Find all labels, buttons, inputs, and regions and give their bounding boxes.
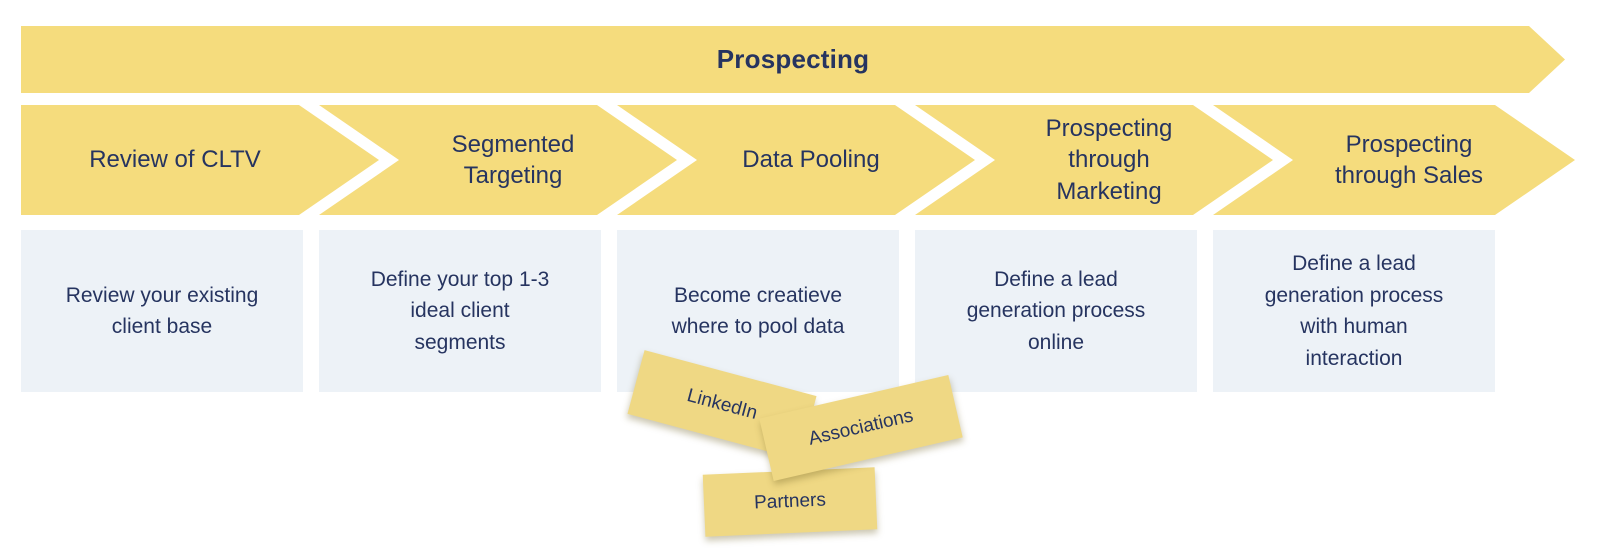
- step-arrow-data-pooling: Data Pooling: [617, 105, 975, 215]
- description-text: Define a lead generation process with hu…: [1264, 252, 1444, 370]
- description-text: Define your top 1-3 ideal client segment…: [370, 267, 550, 354]
- description-box-segmented-targeting: Define your top 1-3 ideal client segment…: [319, 230, 601, 392]
- step-label: Data Pooling: [742, 146, 880, 174]
- step-label: Review of CLTV: [89, 146, 261, 174]
- step-label: Prospecting through Marketing: [1045, 115, 1173, 205]
- sticky-note-label: LinkedIn: [684, 385, 760, 424]
- description-box-prospecting-through-sales: Define a lead generation process with hu…: [1213, 230, 1495, 392]
- sticky-note-label: Associations: [806, 405, 916, 450]
- step-label: Segmented Targeting: [451, 130, 575, 189]
- description-text: Review your existing client base: [65, 283, 259, 339]
- banner-arrow-prospecting: Prospecting: [21, 26, 1565, 93]
- description-text: Become creatieve where to pool data: [671, 283, 845, 339]
- step-arrow-review-of-cltv: Review of CLTV: [21, 105, 379, 215]
- description-box-review-of-cltv: Review your existing client base: [21, 230, 303, 392]
- description-text: Define a lead generation process online: [966, 267, 1146, 354]
- description-box-prospecting-through-marketing: Define a lead generation process online: [915, 230, 1197, 392]
- sticky-note-partners: Partners: [702, 467, 878, 537]
- step-arrow-prospecting-through-marketing: Prospecting through Marketing: [915, 105, 1273, 215]
- step-label: Prospecting through Sales: [1334, 130, 1484, 189]
- sticky-note-label: Partners: [753, 489, 827, 514]
- banner-title: Prospecting: [716, 44, 870, 74]
